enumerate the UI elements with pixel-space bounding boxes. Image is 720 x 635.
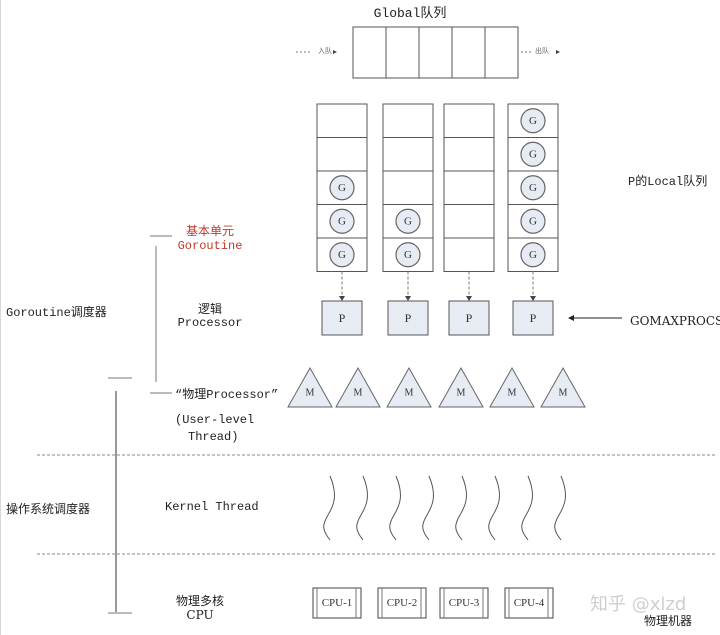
os-scheduler-label: 操作系统调度器	[6, 502, 91, 516]
cpu-core-1	[312, 587, 362, 619]
goroutine-g	[520, 141, 546, 167]
goroutine-label: G	[529, 115, 537, 127]
physical-machine-label: 物理机器	[644, 614, 693, 628]
enqueue-label: 入队	[318, 47, 332, 55]
goroutine-g	[329, 175, 355, 201]
machine-m	[540, 366, 586, 408]
processor-p-4	[512, 300, 554, 336]
goroutine-scheduler-label: Goroutine调度器	[6, 306, 107, 320]
processor-p-3	[448, 300, 490, 336]
local-queue-title: P的Local队列	[628, 175, 708, 189]
watermark: 知乎 @xlzd	[590, 594, 687, 615]
cpu-core-3	[439, 587, 489, 619]
processor-label: P	[405, 311, 412, 325]
machine-label: M	[508, 388, 517, 399]
machine-label: M	[559, 388, 568, 399]
goroutine-label: G	[404, 249, 412, 261]
processor-label: P	[466, 311, 473, 325]
basic-unit-en: Goroutine	[177, 239, 243, 253]
gomaxprocs-label: GOMAXPROCS个	[630, 314, 720, 328]
physical-processor-label: “物理Processor”	[175, 388, 279, 402]
page-left-border	[0, 0, 1, 635]
kernel-thread	[455, 475, 467, 541]
physical-cpu-cn: 物理多核	[175, 594, 224, 608]
goroutine-g	[520, 175, 546, 201]
kernel-thread-label: Kernel Thread	[165, 500, 259, 514]
local-queue-3	[443, 103, 495, 272]
dequeue-label: 出队	[535, 47, 549, 55]
gomaxprocs-arrow-icon	[568, 315, 574, 321]
goroutine-g	[329, 242, 355, 268]
processor-label: P	[339, 311, 346, 325]
machine-label: M	[457, 388, 466, 399]
basic-unit-cn: 基本单元	[185, 224, 234, 238]
kernel-thread	[356, 475, 368, 541]
machine-m	[489, 366, 535, 408]
cpu-core-4	[504, 587, 554, 619]
goroutine-label: G	[338, 249, 346, 261]
cpu-core-2	[377, 587, 427, 619]
kernel-thread	[488, 475, 500, 541]
cpu-label: CPU-1	[322, 597, 353, 609]
goroutine-label: G	[404, 215, 412, 227]
goroutine-label: G	[529, 249, 537, 261]
user-level-thread-line2: Thread)	[188, 430, 239, 444]
user-level-thread-line1: (User-level	[175, 413, 255, 427]
queue-to-p-arrow-icon	[466, 296, 472, 301]
machine-m	[438, 366, 484, 408]
cpu-label: CPU-2	[387, 597, 418, 609]
enqueue-arrow-icon	[333, 50, 337, 54]
goroutine-label: G	[529, 182, 537, 194]
physical-cpu-en: CPU	[186, 608, 214, 622]
kernel-thread	[521, 475, 533, 541]
goroutine-g	[520, 108, 546, 134]
machine-m	[287, 366, 333, 408]
goroutine-g	[395, 242, 421, 268]
goroutine-label: G	[529, 148, 537, 160]
goroutine-label: G	[338, 182, 346, 194]
machine-m	[335, 366, 381, 408]
global-queue-box	[352, 26, 519, 79]
kernel-thread	[554, 475, 566, 541]
processor-p-1	[321, 300, 363, 336]
dequeue-arrow-icon	[556, 50, 560, 54]
goroutine-g	[520, 208, 546, 234]
cpu-label: CPU-3	[449, 597, 480, 609]
machine-label: M	[306, 388, 315, 399]
goroutine-g	[520, 242, 546, 268]
goroutine-g	[329, 208, 355, 234]
queue-to-p-arrow-icon	[530, 296, 536, 301]
processor-label: P	[530, 311, 537, 325]
processor-p-2	[387, 300, 429, 336]
machine-label: M	[354, 388, 363, 399]
machine-m	[386, 366, 432, 408]
kernel-thread	[323, 475, 335, 541]
goroutine-label: G	[529, 215, 537, 227]
goroutine-label: G	[338, 215, 346, 227]
machine-label: M	[405, 388, 414, 399]
kernel-thread	[422, 475, 434, 541]
goroutine-g	[395, 208, 421, 234]
global-queue-title: Global队列	[373, 6, 447, 21]
queue-to-p-arrow-icon	[339, 296, 345, 301]
queue-to-p-arrow-icon	[405, 296, 411, 301]
cpu-label: CPU-4	[514, 597, 545, 609]
logical-processor-cn: 逻辑	[197, 302, 222, 316]
logical-processor-en: Processor	[177, 316, 243, 330]
kernel-thread	[389, 475, 401, 541]
